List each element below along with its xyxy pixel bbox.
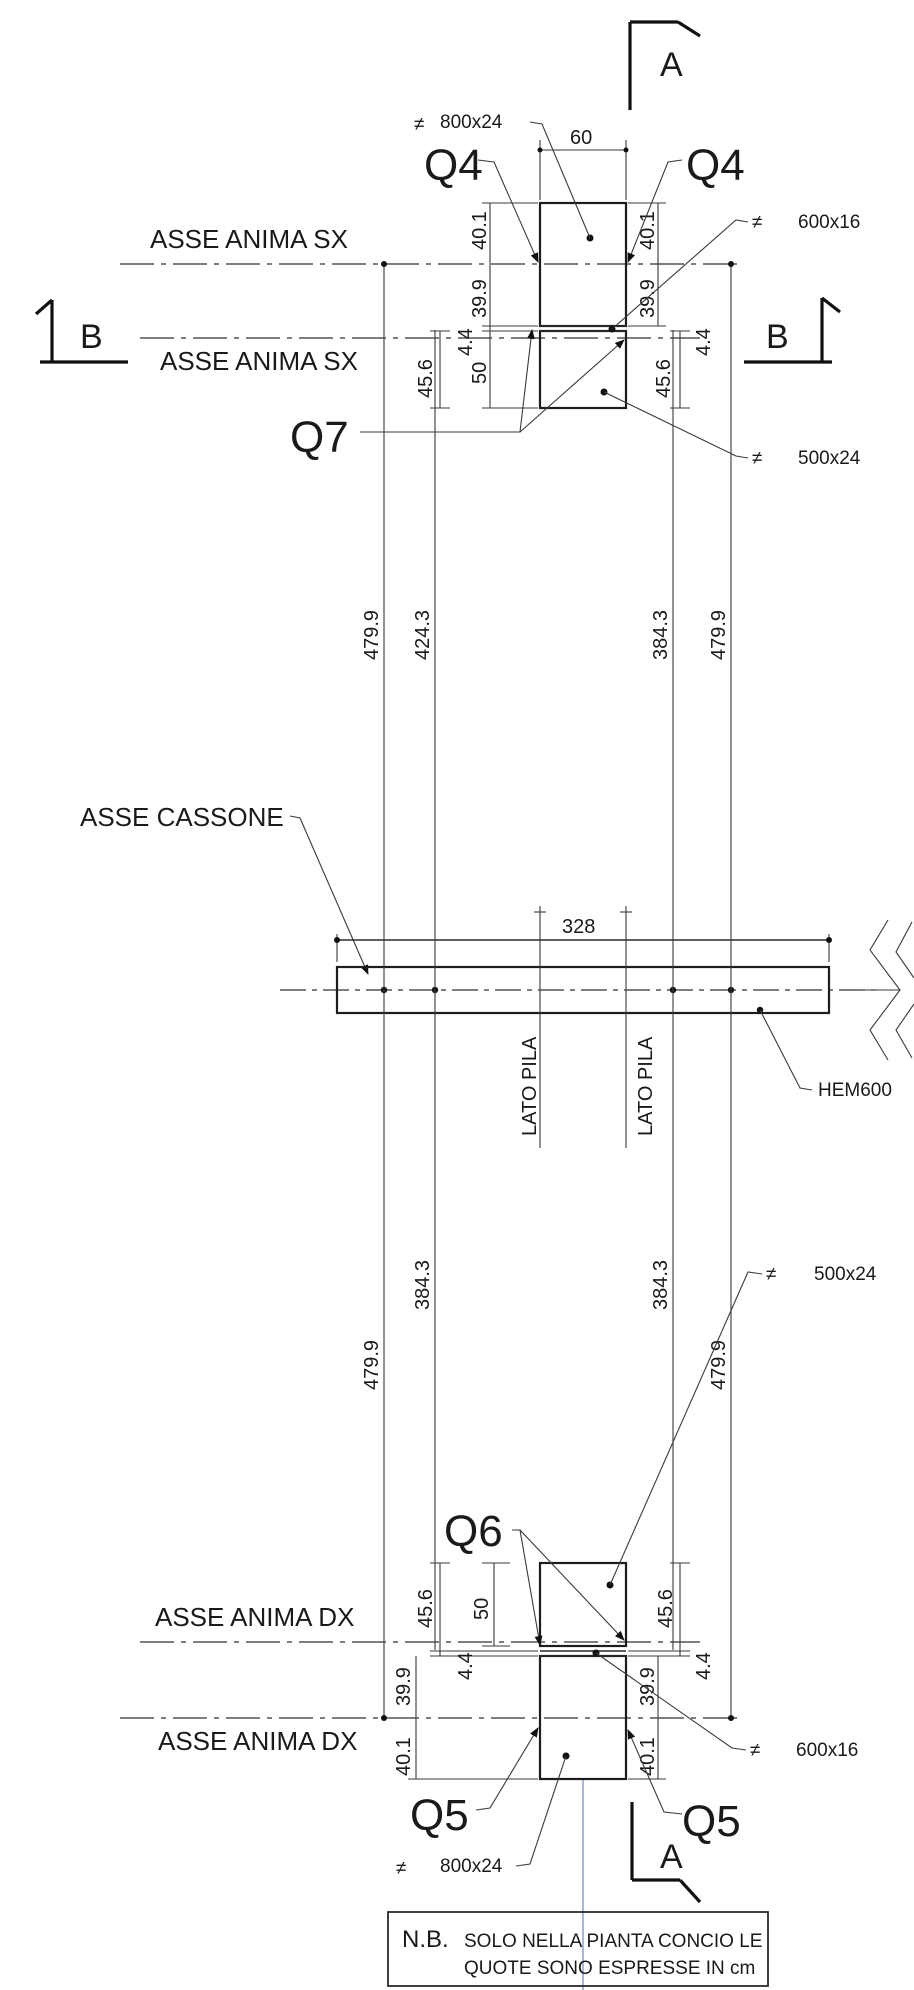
dim-50-top-left: 50 [469, 362, 491, 384]
axis-label-anima-dx-2: ASSE ANIMA DX [158, 1726, 357, 1756]
note-box [387, 1911, 769, 1987]
label-plate-bot-500: 500x24 [814, 1264, 877, 1285]
section-marker-b-right: B [744, 296, 841, 364]
section-label-b-left: B [80, 318, 103, 356]
dim-4-4-bot-left: 4.4 [455, 1652, 477, 1680]
label-plate-top-800: 800x24 [440, 112, 503, 133]
label-hem600: HEM600 [818, 1080, 892, 1101]
not-equal-symbol-bot-500: ≠ [766, 1264, 776, 1285]
dim-39-9-top-right: 39.9 [637, 279, 659, 318]
label-plate-bot-800: 800x24 [440, 1856, 503, 1877]
dim-4-4-top-right: 4.4 [693, 328, 715, 356]
leader-cassone [289, 815, 369, 975]
section-marker-a-bottom: A [630, 1802, 702, 1904]
dim-40-1-top-left: 40.1 [469, 211, 491, 250]
dim-40-1-top-right: 40.1 [637, 211, 659, 250]
section-label-b-right: B [766, 318, 789, 356]
dim-45-6-bot-left: 45.6 [415, 1589, 437, 1628]
dim-45-6-bot-right: 45.6 [655, 1589, 677, 1628]
note-line-2: QUOTE SONO ESPRESSE IN cm [464, 1958, 755, 1979]
dim-4-4-top-left: 4.4 [455, 328, 477, 356]
dim-width-60: 60 [570, 127, 592, 149]
leader-hem600 [759, 1009, 813, 1091]
dim-39-9-bot-right: 39.9 [637, 1667, 659, 1706]
dim-4-4-bot-right: 4.4 [693, 1652, 715, 1680]
not-equal-symbol-top-800: ≠ [414, 114, 424, 135]
axis-label-anima-sx-1: ASSE ANIMA SX [150, 224, 348, 254]
label-plate-bot-600: 600x16 [796, 1740, 858, 1761]
label-lato-pila-right: LATO PILA [635, 1036, 657, 1136]
dim-479-9-low-right: 479.9 [708, 1340, 730, 1390]
not-equal-symbol-top-600: ≠ [752, 212, 762, 233]
label-plate-top-500: 500x24 [798, 448, 861, 469]
dim-40-1-bot-left: 40.1 [393, 1737, 415, 1776]
part-label-q5-right: Q5 [682, 1797, 741, 1846]
dim-384-3-low-right: 384.3 [650, 1260, 672, 1310]
note-line-1: SOLO NELLA PIANTA CONCIO LE [464, 1931, 762, 1952]
dim-45-6-top-left: 45.6 [415, 359, 437, 398]
label-lato-pila-left: LATO PILA [519, 1036, 541, 1136]
section-label-a-top: A [660, 46, 683, 84]
dim-40-1-bot-right: 40.1 [637, 1737, 659, 1776]
not-equal-symbol-bot-600: ≠ [750, 1740, 760, 1761]
axis-label-anima-dx-1: ASSE ANIMA DX [155, 1602, 354, 1632]
dim-424-3: 424.3 [412, 610, 434, 660]
not-equal-symbol-top-500: ≠ [752, 448, 762, 469]
dim-479-9-top-right: 479.9 [708, 610, 730, 660]
dim-45-6-top-right: 45.6 [653, 359, 675, 398]
axis-label-anima-sx-2: ASSE ANIMA SX [160, 346, 358, 376]
part-label-q7: Q7 [290, 413, 349, 462]
dim-384-3-top-right: 384.3 [650, 610, 672, 660]
dim-384-3-low-left: 384.3 [412, 1260, 434, 1310]
note-prefix: N.B. [402, 1926, 449, 1953]
plate-bot-500 [538, 1561, 628, 1648]
part-label-q4-left: Q4 [424, 141, 483, 190]
not-equal-symbol-bot-800: ≠ [396, 1858, 406, 1879]
dim-39-9-top-left: 39.9 [469, 279, 491, 318]
section-marker-b-left: B [34, 298, 128, 364]
dim-39-9-bot-left: 39.9 [393, 1667, 415, 1706]
dim-beam-328: 328 [562, 916, 595, 938]
label-plate-top-600: 600x16 [798, 212, 860, 233]
dim-50-bot-left: 50 [471, 1598, 493, 1620]
beam-hem600 [335, 965, 831, 1015]
dim-479-9-top-left: 479.9 [361, 610, 383, 660]
part-label-q5-left: Q5 [410, 1791, 469, 1840]
part-label-q4-right: Q4 [686, 141, 745, 190]
dim-479-9-low-left: 479.9 [361, 1340, 383, 1390]
section-marker-a-top: A [628, 20, 701, 110]
part-label-q6: Q6 [444, 1507, 503, 1556]
section-label-a-bottom: A [660, 1838, 683, 1876]
axis-label-cassone: ASSE CASSONE [80, 802, 284, 832]
